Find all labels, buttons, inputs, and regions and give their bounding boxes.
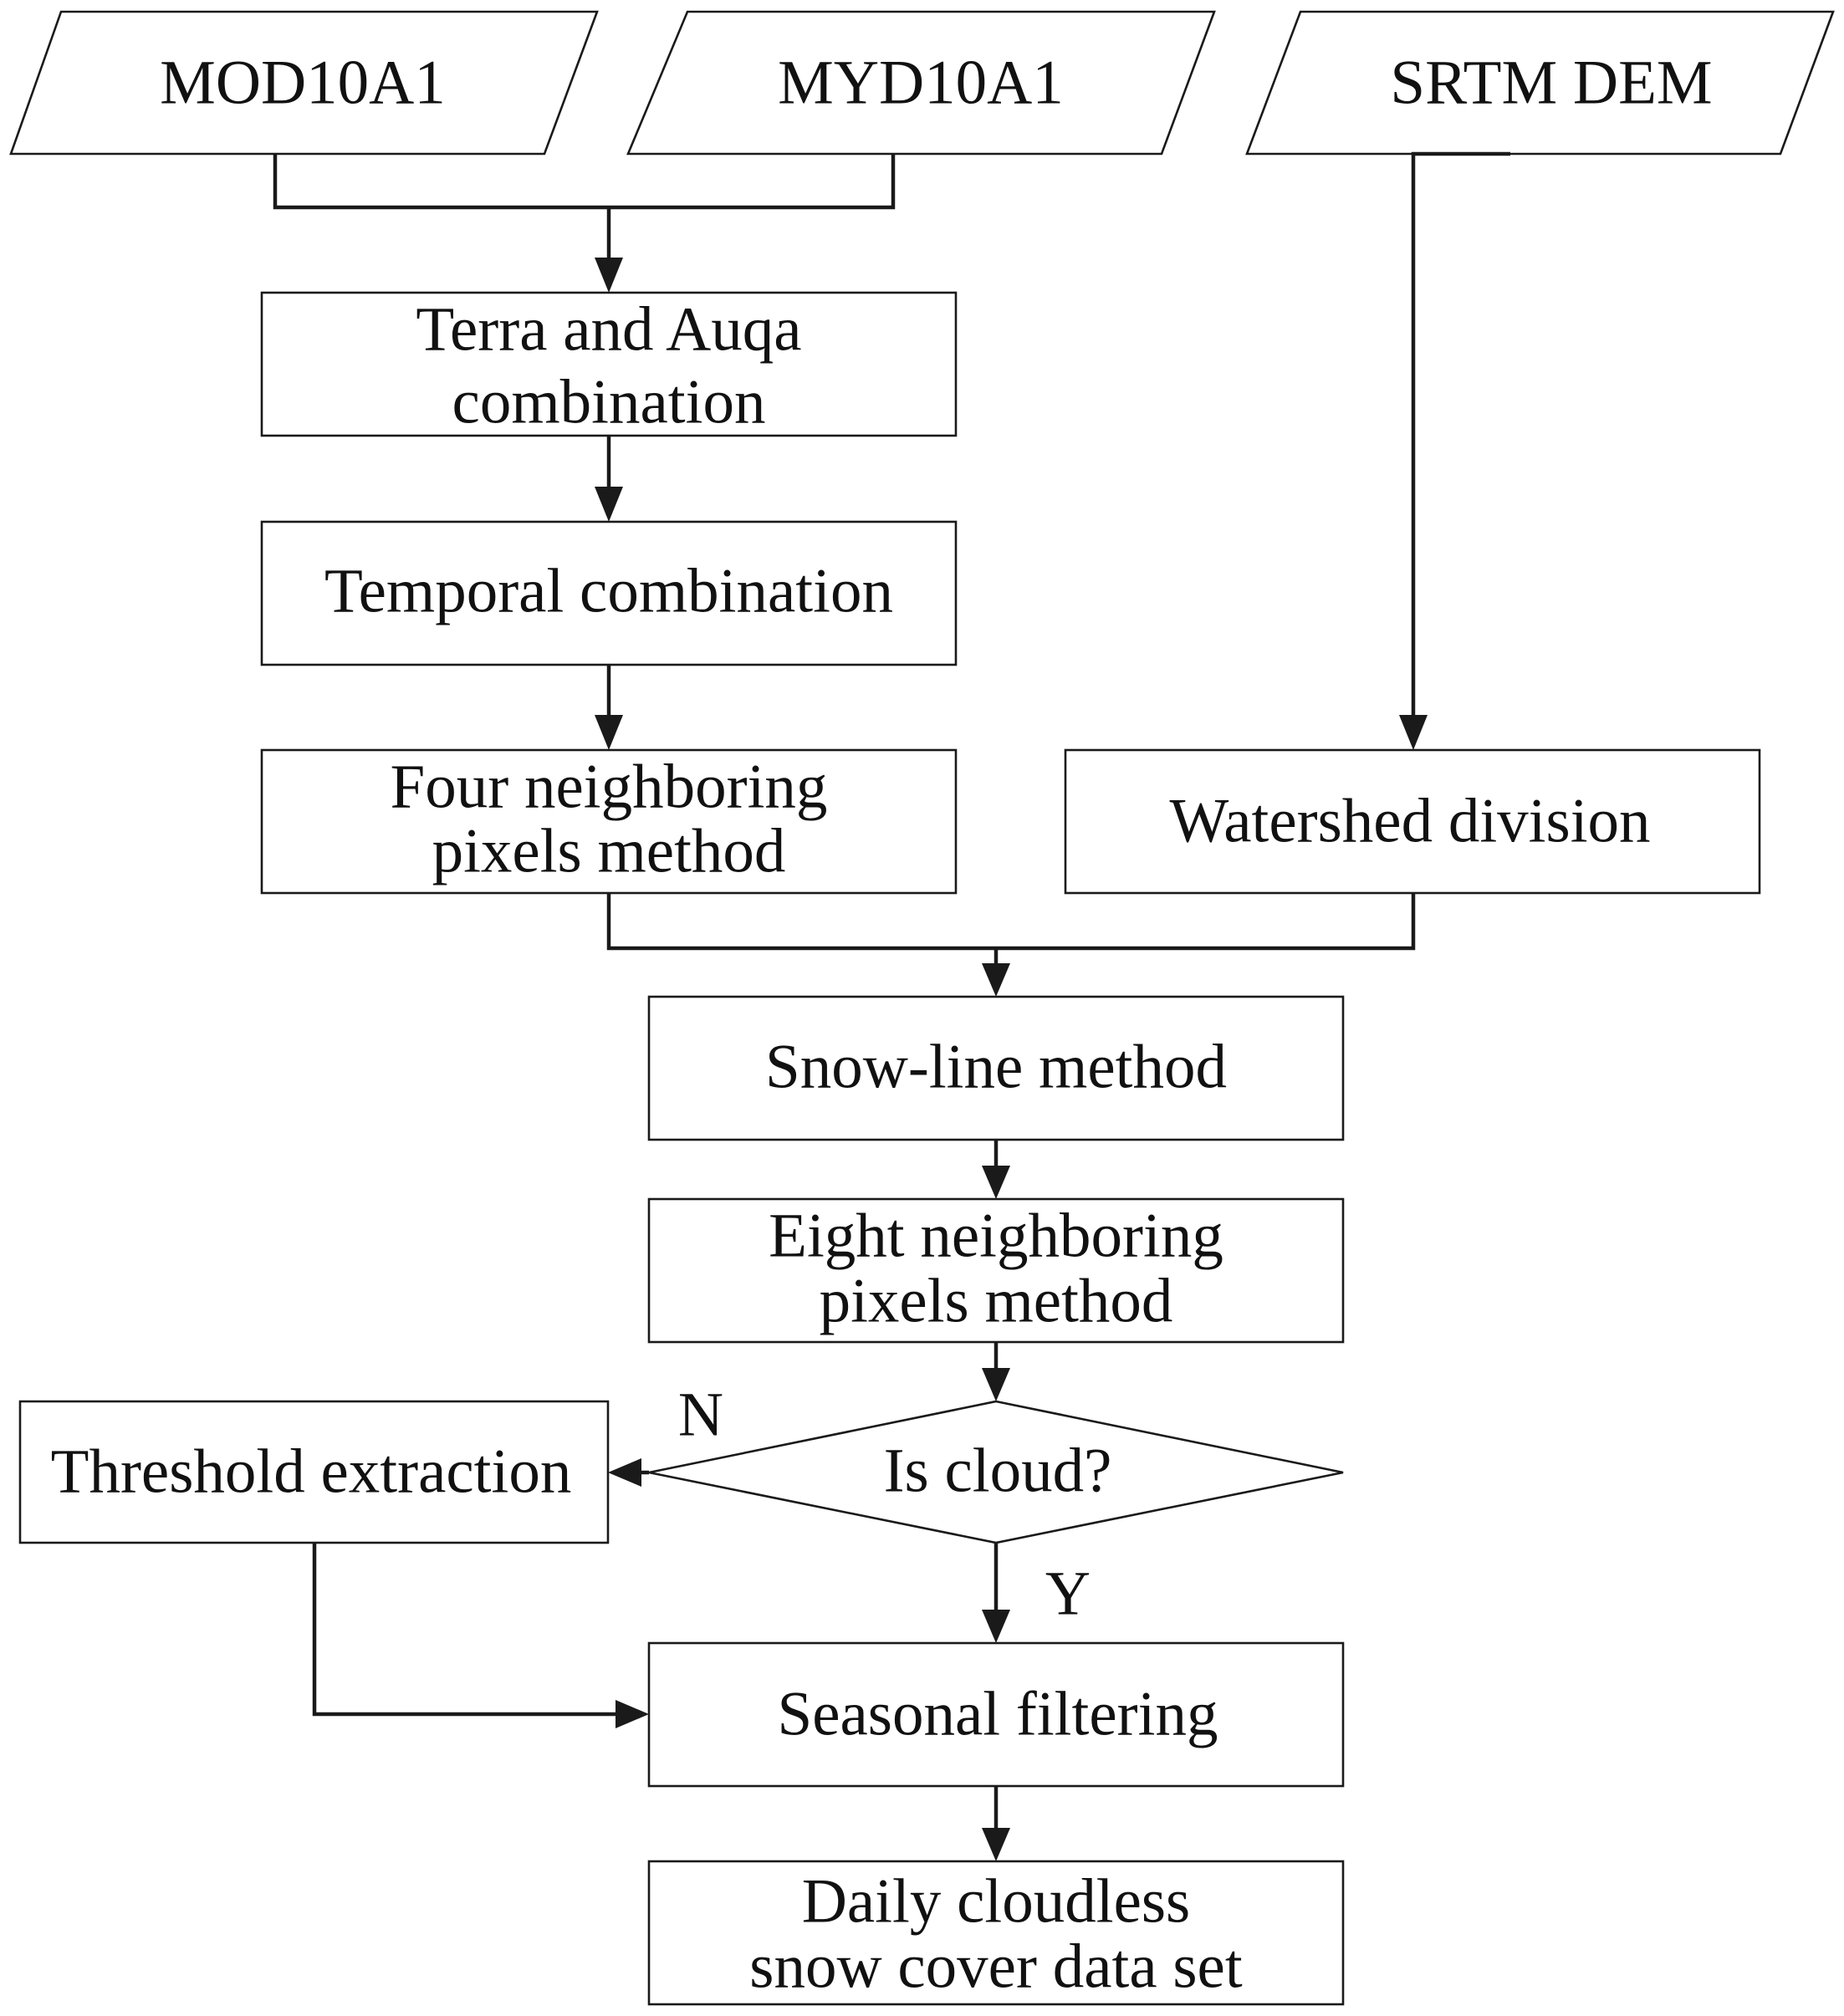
connector-eight-neighboring-to-decision: [982, 1342, 1010, 1401]
input-srtm-dem-label: SRTM DEM: [1390, 48, 1712, 118]
step-eight-neighboring-line-1: Eight neighboring: [769, 1202, 1223, 1271]
input-srtm-dem: SRTM DEM: [1245, 10, 1835, 156]
arrowhead: [982, 1610, 1010, 1643]
connector-decision-yes-to-seasonal: Y: [982, 1543, 1091, 1643]
arrowhead: [616, 1700, 649, 1728]
step-terra-aqua-line-2: combination: [452, 368, 766, 437]
input-mod10a1-label: MOD10A1: [160, 48, 446, 118]
step-four-neighboring: Four neighboring pixels method: [260, 748, 958, 895]
step-seasonal-filtering: Seasonal filtering: [647, 1641, 1345, 1788]
arrowhead: [1399, 715, 1428, 750]
step-eight-neighboring: Eight neighboring pixels method: [647, 1197, 1345, 1344]
step-output-line-2: snow cover data set: [749, 1932, 1243, 2002]
connector-seasonal-to-output: [982, 1786, 1010, 1861]
step-threshold-label: Threshold extraction: [51, 1437, 572, 1507]
step-watershed-label: Watershed division: [1169, 787, 1650, 856]
arrowhead: [608, 1458, 641, 1487]
step-terra-aqua-line-1: Terra and Auqa: [416, 295, 801, 365]
step-temporal-combination: Temporal combination: [260, 520, 958, 666]
arrowhead: [982, 1166, 1010, 1199]
step-output-data-set: Daily cloudless snow cover data set: [647, 1860, 1345, 2006]
decision-label: Is cloud?: [884, 1437, 1112, 1506]
step-seasonal-label: Seasonal filtering: [778, 1680, 1218, 1749]
step-threshold-extraction: Threshold extraction: [18, 1400, 610, 1544]
connector-merge-to-snow-line: [606, 893, 1416, 997]
arrowhead: [595, 487, 623, 522]
connector-temporal-to-four-neighboring: [595, 665, 623, 750]
arrowhead: [982, 963, 1010, 997]
connector-srtm-to-watershed: [1399, 151, 1510, 750]
step-snow-line-label: Snow-line method: [765, 1033, 1227, 1102]
connector-snow-line-to-eight-neighboring: [982, 1140, 1010, 1199]
arrowhead: [982, 1368, 1010, 1401]
decision-yes-label: Y: [1045, 1559, 1091, 1629]
step-eight-neighboring-line-2: pixels method: [820, 1267, 1173, 1336]
connector-threshold-to-seasonal: [312, 1543, 649, 1728]
step-four-neighboring-line-1: Four neighboring: [391, 753, 828, 822]
step-snow-line-method: Snow-line method: [647, 995, 1345, 1141]
arrowhead: [595, 258, 623, 293]
input-myd10a1-label: MYD10A1: [778, 48, 1064, 118]
step-four-neighboring-line-2: pixels method: [432, 817, 786, 886]
connector-inputs-to-terra-aqua: [273, 154, 896, 293]
arrowhead: [982, 1828, 1010, 1861]
arrowhead: [595, 715, 623, 750]
connector-terra-aqua-to-temporal: [595, 436, 623, 522]
input-myd10a1: MYD10A1: [626, 10, 1216, 156]
step-output-line-1: Daily cloudless: [802, 1867, 1191, 1937]
step-terra-aqua-combination: Terra and Auqa combination: [260, 291, 958, 437]
decision-no-label: N: [678, 1381, 723, 1450]
connector-decision-no-to-threshold: N: [608, 1381, 723, 1487]
decision-is-cloud: Is cloud?: [648, 1400, 1344, 1544]
step-temporal-label: Temporal combination: [324, 557, 893, 626]
step-watershed-division: Watershed division: [1064, 748, 1761, 895]
input-mod10a1: MOD10A1: [9, 10, 599, 156]
